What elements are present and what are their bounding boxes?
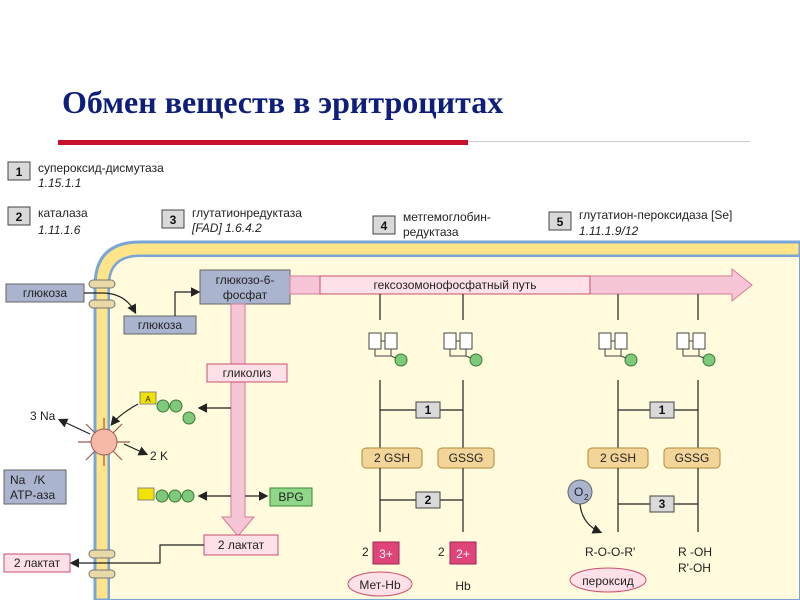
- reaction-label-1b: 1: [659, 403, 666, 417]
- bpg-label: BPG: [278, 490, 303, 504]
- atp-a-1: A: [145, 395, 151, 404]
- lactate-export-arrow: [69, 544, 204, 568]
- o2-arrow: [579, 503, 603, 534]
- reaction-box-3: [649, 495, 675, 513]
- legend-item-1: 1 супероксид-дисмутаза 1.15.1.1: [7, 161, 164, 190]
- glucose-phosphorylation-arrow: [174, 287, 201, 316]
- title-underline: [58, 140, 468, 145]
- glycolysis-label: гликолиз: [223, 366, 272, 380]
- glycolysis-box: [206, 363, 288, 383]
- lactate-inside-label: 2 лактат: [218, 538, 265, 552]
- atp-glycolysis-2: [137, 487, 195, 503]
- pump-label-atpase: ATP-аза: [10, 488, 55, 502]
- legend-item-3: 3 глутатионредуктаза [FAD] 1.6.4.2: [161, 206, 302, 235]
- legend-num-4: 4: [381, 219, 388, 233]
- hb-icon: [449, 541, 477, 565]
- hb-charge: 2+: [456, 547, 470, 561]
- k-in-arrow: [123, 443, 149, 456]
- reaction-label-3: 3: [659, 497, 666, 511]
- metabolism-diagram: 1 супероксид-дисмутаза 1.15.1.1 2 катала…: [3, 161, 800, 600]
- na-k-pump: [78, 418, 130, 466]
- legend-name-3: глутатионредуктаза: [192, 206, 302, 220]
- reaction-label-1a: 1: [425, 403, 432, 417]
- pump-label-na: Na: [10, 473, 26, 487]
- methb-bubble: [347, 571, 413, 597]
- enzyme-legend: 1 супероксид-дисмутаза 1.15.1.1 2 катала…: [7, 161, 732, 239]
- legend-num-3: 3: [170, 213, 177, 227]
- legend-code-5: 1.11.1.9/12: [579, 224, 638, 238]
- bpg-box: [269, 487, 313, 507]
- methb-coefficient: 2: [362, 545, 369, 559]
- legend-item-2: 2 каталаза 1.11.1.6: [7, 206, 88, 237]
- gssg-box-2: [663, 447, 721, 469]
- k-label: 2 K: [150, 449, 168, 463]
- atp-to-pump-arrow: [110, 403, 139, 426]
- lactate-outside-box: [3, 553, 71, 573]
- gssg-box-1: [437, 447, 495, 469]
- legend-num-2: 2: [16, 210, 23, 224]
- legend-name-5: глутатион-пероксидаза [Se]: [579, 208, 732, 222]
- gsh-cycle-2-lines: [379, 468, 464, 532]
- hb-coefficient: 2: [438, 545, 445, 559]
- legend-num-1: 1: [16, 165, 23, 179]
- nadph-feed-1: [379, 294, 464, 320]
- peroxide-label: пероксид: [582, 574, 634, 588]
- legend-code-2: 1.11.1.6: [38, 223, 81, 237]
- pentose-label: гексозомонофосфатный путь: [374, 278, 537, 292]
- glucose-transport-arrow: [84, 292, 137, 315]
- glucose-inside-label: глюкоза: [138, 318, 183, 332]
- slide-title: Обмен веществ в эритроцитах: [62, 84, 504, 120]
- legend-name-1: супероксид-дисмутаза: [38, 161, 164, 175]
- o2-label: O: [574, 485, 583, 499]
- legend-name-2: каталаза: [38, 206, 88, 220]
- g6p-label-2: фосфат: [223, 288, 268, 302]
- title-rule: [468, 141, 750, 142]
- gsh-cycle-3-lines: [617, 380, 699, 452]
- methb-charge: 3+: [379, 547, 393, 561]
- gssg-label-2: GSSG: [675, 451, 710, 465]
- gsh-cycle-1-lines: [379, 380, 464, 452]
- gssg-label-1: GSSG: [449, 451, 484, 465]
- reaction-label-2: 2: [425, 493, 432, 507]
- legend-name-4-line2: редуктаза: [403, 225, 459, 239]
- glycolysis-arrow: [220, 303, 256, 537]
- lactate-transporter: [88, 549, 116, 579]
- pentose-label-box: [319, 275, 591, 295]
- legend-item-4: 4 метгемоглобин- редуктаза: [372, 210, 491, 239]
- reaction-box-1b: [649, 401, 675, 419]
- atp-glycolysis-1: A: [139, 391, 196, 425]
- legend-name-4: метгемоглобин-: [403, 210, 491, 224]
- roh-label: R -OH: [678, 545, 712, 559]
- legend-num-5: 5: [557, 215, 564, 229]
- methb-icon: [372, 541, 400, 565]
- peroxide-bubble: [569, 567, 647, 593]
- glucose-transporter: [88, 279, 116, 309]
- hb-label: Hb: [455, 579, 471, 593]
- na-out-arrow: [57, 418, 91, 435]
- roor-label: R-O-O-R': [585, 545, 635, 559]
- reaction-box-2: [415, 491, 441, 509]
- nadph-feed-2: [617, 294, 699, 320]
- na-label: 3 Na: [30, 409, 56, 423]
- methb-label: Мет-Hb: [359, 578, 401, 592]
- pump-label-k: /K: [34, 473, 45, 487]
- lactate-outside-label: 2 лактат: [14, 556, 61, 570]
- legend-code-1: 1.15.1.1: [38, 176, 81, 190]
- gsh-box-1: [361, 447, 423, 469]
- o2-subscript: 2: [584, 493, 589, 502]
- g6p-label-1: глюкозо-6-: [216, 273, 275, 287]
- gsh-cycle-4-lines: [617, 468, 699, 532]
- glucose-inside-box: [123, 315, 197, 335]
- legend-code-3: [FAD] 1.6.4.2: [191, 221, 262, 235]
- gsh-label-2: 2 GSH: [600, 451, 636, 465]
- r2oh-label: R'-OH: [678, 561, 711, 575]
- reaction-box-1a: [415, 401, 441, 419]
- glucose-outside-label: глюкоза: [23, 286, 68, 300]
- pump-label-box: [3, 469, 67, 505]
- legend-item-5: 5 глутатион-пероксидаза [Se] 1.11.1.9/12: [548, 208, 732, 238]
- gsh-label-1: 2 GSH: [374, 451, 410, 465]
